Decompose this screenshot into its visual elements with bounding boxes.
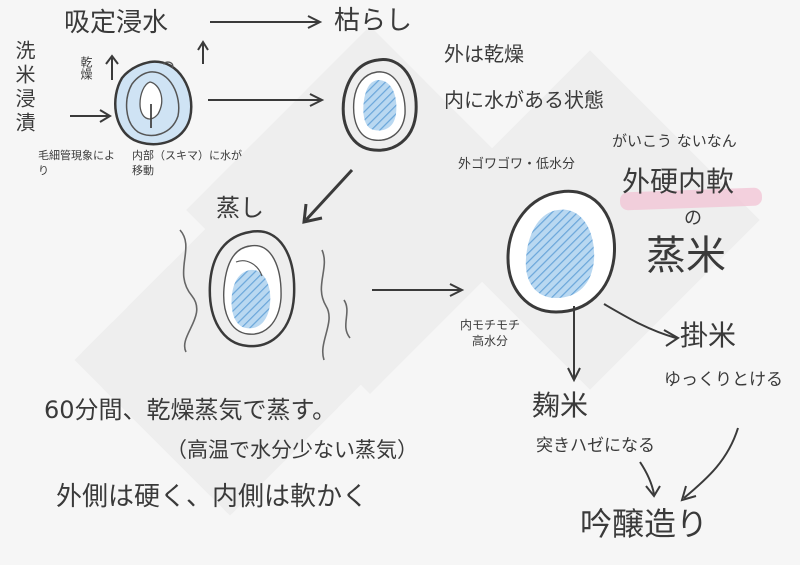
capillary-note: 毛細管現象により [38, 149, 115, 178]
grain-drying [341, 58, 418, 152]
grain-soaking [114, 60, 193, 146]
arrow-to-steamed-rice [372, 283, 465, 297]
koji-mai-note: 突きハゼになる [536, 436, 655, 456]
stage2-title: 枯らし [334, 6, 413, 36]
steam-temp-note: （高温で水分少ない蒸気） [166, 438, 418, 462]
hard-outside-soft-inside: 外硬内軟 [622, 165, 735, 198]
connector-no: の [684, 208, 702, 229]
steaming-result-note: 外側は硬く、内側は軟かく [56, 482, 369, 512]
inner-texture-note: 内モチモチ高水分 [459, 318, 520, 348]
koji-mai-title: 麹米 [532, 389, 589, 422]
grain-steamed-rice [506, 189, 616, 314]
interior-note: 内部（スキマ）に水が移動 [132, 149, 242, 178]
stage3-title: 蒸し [216, 194, 264, 222]
gaikou-reading: がいこう ないなん [612, 132, 737, 150]
stage1-title: 吸定浸水 [64, 8, 169, 38]
stage2-desc-line2: 内に水がある状態 [444, 88, 604, 112]
kake-mai-note: ゆっくりとける [664, 370, 783, 390]
arrow-to-steaming [302, 168, 354, 224]
kake-mai-title: 掛米 [680, 319, 737, 352]
stage2-desc-line1: 外は乾燥 [444, 42, 524, 66]
outer-texture-note: 外ゴワゴワ・低水分 [458, 157, 576, 172]
ginjo-brewing: 吟醸造り [580, 505, 709, 543]
stage1-side-label: 洗米浸漬 [12, 40, 36, 136]
stage1-arrows [70, 15, 325, 123]
steamed-rice-title: 蒸米 [646, 233, 726, 279]
output-arrows [567, 303, 739, 502]
steaming-time-note: 60分間、乾燥蒸気で蒸す。 [44, 396, 337, 424]
dry-label: 乾燥 [79, 56, 93, 80]
steam-lines [179, 229, 351, 361]
grain-steaming [208, 229, 296, 348]
